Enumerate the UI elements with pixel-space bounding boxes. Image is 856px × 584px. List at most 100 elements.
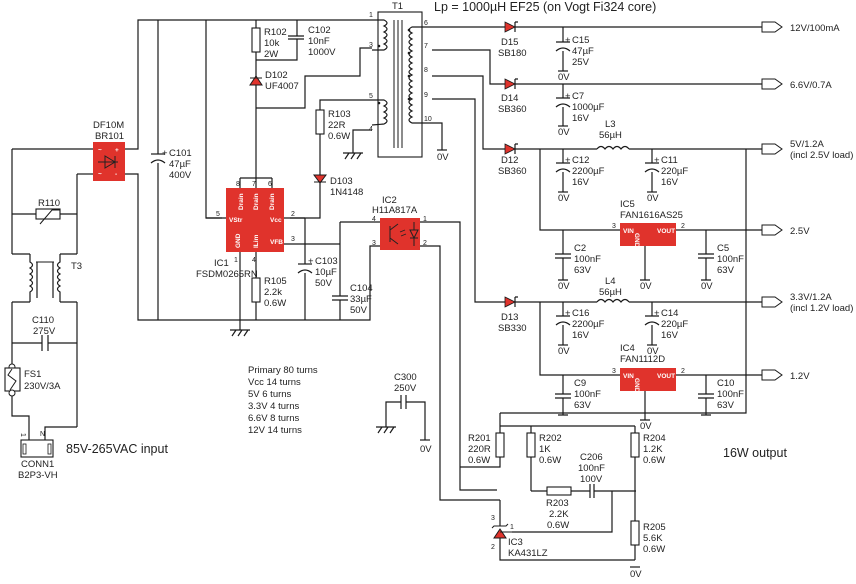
ground-label: 0V (640, 281, 652, 292)
t1-ref: T1 (392, 1, 403, 12)
svg-text:+: + (654, 308, 660, 319)
svg-text:+: + (654, 155, 660, 166)
c16-value: 2200µF (572, 319, 605, 330)
svg-text:~: ~ (98, 147, 102, 154)
c10-ref: C10 (717, 378, 734, 389)
r203-resistor (546, 486, 572, 496)
ic1-ref: IC1 (214, 258, 229, 269)
fs1-value: 230V/3A (24, 381, 61, 392)
svg-text:-: - (115, 171, 117, 178)
c102-ref: C102 (308, 25, 331, 36)
l3-ref: L3 (605, 119, 616, 130)
ic3-shunt-regulator (493, 528, 507, 539)
ic3-pin1: 1 (510, 524, 514, 531)
ic4-pin3: 3 (612, 368, 616, 375)
ground-label: 0V (420, 444, 432, 455)
ic4-regulator: VIN GND VOUT (620, 368, 676, 393)
winding-notes: Primary 80 turns Vcc 14 turns 5V 6 turns… (248, 365, 318, 436)
conn1-value: B2P3-VH (18, 470, 58, 481)
t3-choke (28, 254, 62, 302)
ic4-value: FAN1112D (620, 354, 665, 365)
c5-capacitor (698, 253, 714, 259)
ic5-ref: IC5 (620, 199, 635, 210)
ic1-pin7: 7 (252, 181, 256, 188)
c10-capacitor (698, 393, 714, 399)
ground-label: 0V (437, 152, 449, 163)
c10-value: 100nF (717, 389, 744, 400)
c15-rating: 25V (572, 57, 590, 68)
svg-text:VIN: VIN (623, 228, 634, 235)
c103-ref: C103 (315, 256, 338, 267)
ic1-value: FSDM0265RN (196, 269, 258, 280)
svg-text:+: + (565, 155, 571, 166)
c7-ref: C7 (572, 91, 584, 102)
r105-ref: R105 (264, 276, 287, 287)
note-vcc: Vcc 14 turns (248, 377, 301, 388)
c9-rating: 63V (574, 400, 592, 411)
t1-pin9: 9 (424, 92, 428, 99)
r201-value: 220R (468, 444, 491, 455)
c9-value: 100nF (574, 389, 601, 400)
r205-value: 5.6K (643, 533, 663, 544)
svg-text:+: + (565, 91, 571, 102)
c7-capacitor (555, 97, 571, 108)
c103-rating: 50V (315, 278, 333, 289)
r103-rating: 0.6W (328, 131, 350, 142)
earth-ground-icon (343, 152, 363, 160)
c300-capacitor (400, 395, 407, 409)
c102-value: 10nF (308, 36, 330, 47)
c14-value: 220µF (661, 319, 688, 330)
note-primary: Primary 80 turns (248, 365, 318, 376)
ground-label: 0V (647, 346, 659, 357)
c10-rating: 63V (717, 400, 735, 411)
c206-capacitor (589, 484, 595, 498)
c16-rating: 16V (572, 330, 590, 341)
svg-text:+: + (115, 147, 119, 154)
earth-ground-icon (230, 329, 250, 337)
c110-rating: 275V (33, 326, 56, 337)
conn1-connector (20, 439, 54, 458)
ic5-pin2: 2 (681, 223, 685, 230)
c16-ref: C16 (572, 308, 589, 319)
note-3v3: 3.3V 4 turns (248, 401, 299, 412)
r204-rating: 0.6W (643, 455, 665, 466)
output-12v-port (761, 21, 783, 33)
d14-value: SB360 (498, 104, 527, 115)
c104-ref: C104 (350, 283, 373, 294)
output-3v3-label: 3.3V/1.2A (790, 292, 832, 303)
d14-ref: D14 (501, 93, 518, 104)
r205-rating: 0.6W (643, 544, 665, 555)
t1-pin7: 7 (424, 43, 428, 50)
fs1-ref: FS1 (24, 369, 41, 380)
c110-ref: C110 (32, 315, 54, 326)
c11-ref: C11 (661, 155, 678, 166)
c206-rating: 100V (580, 474, 603, 485)
c11-rating: 16V (661, 177, 679, 188)
output-12v-label: 12V/100mA (790, 23, 840, 34)
c7-rating: 16V (572, 113, 590, 124)
br101-ref: BR101 (95, 131, 124, 142)
ic4-pin2: 2 (681, 368, 685, 375)
ic3-pin3: 3 (491, 515, 495, 522)
ic2-value: H11A817A (372, 205, 418, 216)
l4-value: 56µH (599, 287, 622, 298)
r110-ref: R110 (38, 198, 60, 209)
ic5-regulator: VIN GND VOUT (620, 223, 676, 248)
ic5-value: FAN1616AS25 (620, 210, 683, 221)
svg-text:VOUT: VOUT (657, 228, 675, 235)
ic1-pin5: 5 (216, 211, 220, 218)
output-5v-label: 5V/1.2A (790, 139, 824, 150)
c14-ref: C14 (661, 308, 678, 319)
output-3v3-note: (incl 1.2V load) (790, 303, 853, 314)
ic4-ref: IC4 (620, 343, 635, 354)
c2-rating: 63V (574, 265, 592, 276)
r103-value: 22R (328, 120, 346, 131)
output-1v2-label: 1.2V (790, 371, 810, 382)
r102-resistor (251, 27, 261, 53)
c12-rating: 16V (572, 177, 590, 188)
c104-rating: 50V (350, 305, 368, 316)
ground-label: 0V (558, 281, 570, 292)
c15-capacitor (555, 41, 571, 52)
ic2-optocoupler (380, 218, 420, 250)
bridge-rectifier: ~ + ~ - (93, 142, 125, 181)
